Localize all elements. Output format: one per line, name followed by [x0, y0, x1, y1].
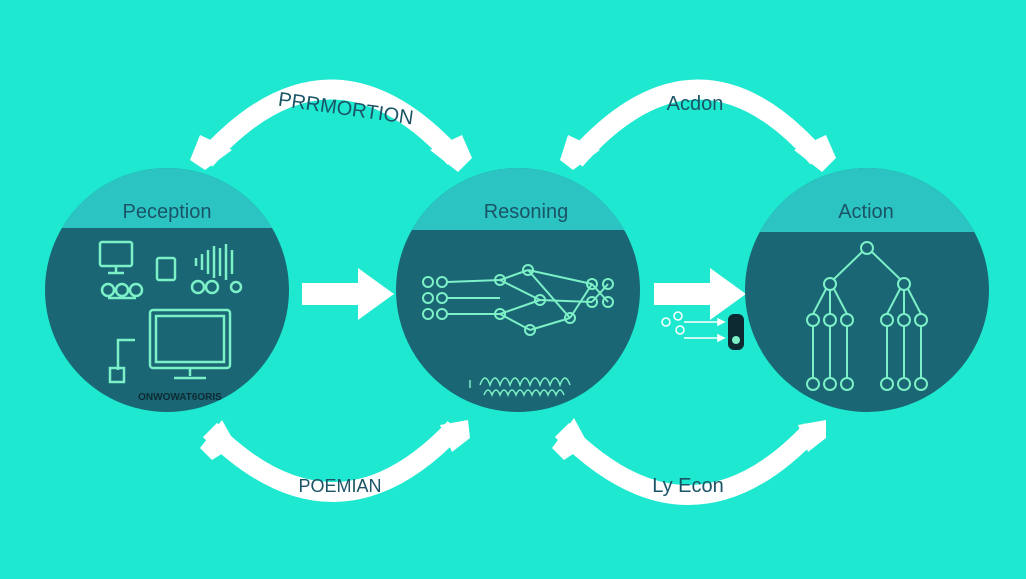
- scribble-text-icon: [469, 377, 571, 398]
- chain-link-icon: [100, 279, 243, 300]
- perception-caption: ONWOWAT6ORIS: [138, 392, 222, 403]
- reasoning-title: Resoning: [484, 201, 569, 223]
- arrow-perception-to-reasoning: [302, 268, 394, 320]
- decision-tree-icon: [806, 241, 928, 391]
- neural-network-icon: [422, 264, 614, 336]
- loop-arrow-bottom-right: [552, 418, 826, 505]
- loop-arrow-top-left: [190, 79, 472, 172]
- sensor-icon: [661, 311, 726, 343]
- large-monitor-icon: [148, 308, 232, 380]
- loop-label-bottom-right: Ly Econ: [652, 475, 724, 497]
- stage-reasoning: Resoning: [396, 168, 640, 412]
- perception-title: Peception: [123, 201, 212, 223]
- phone-icon: [155, 256, 177, 282]
- waveform-icon: [194, 244, 234, 280]
- loop-label-bottom-left: POEMIAN: [298, 476, 381, 496]
- loop-arrow-bottom-left: [200, 420, 470, 502]
- loop-arrow-top-right: [560, 79, 836, 172]
- stage-action: Action: [745, 168, 989, 412]
- cable-plug-icon: [108, 338, 135, 384]
- remote-icon: [728, 314, 744, 350]
- stage-perception: Peception: [45, 168, 289, 412]
- loop-label-top-right: Acdon: [667, 93, 724, 115]
- arrow-reasoning-to-action: [654, 268, 746, 320]
- monitor-icon: [98, 240, 134, 275]
- action-title: Action: [838, 201, 894, 223]
- perception-icons: [98, 240, 243, 384]
